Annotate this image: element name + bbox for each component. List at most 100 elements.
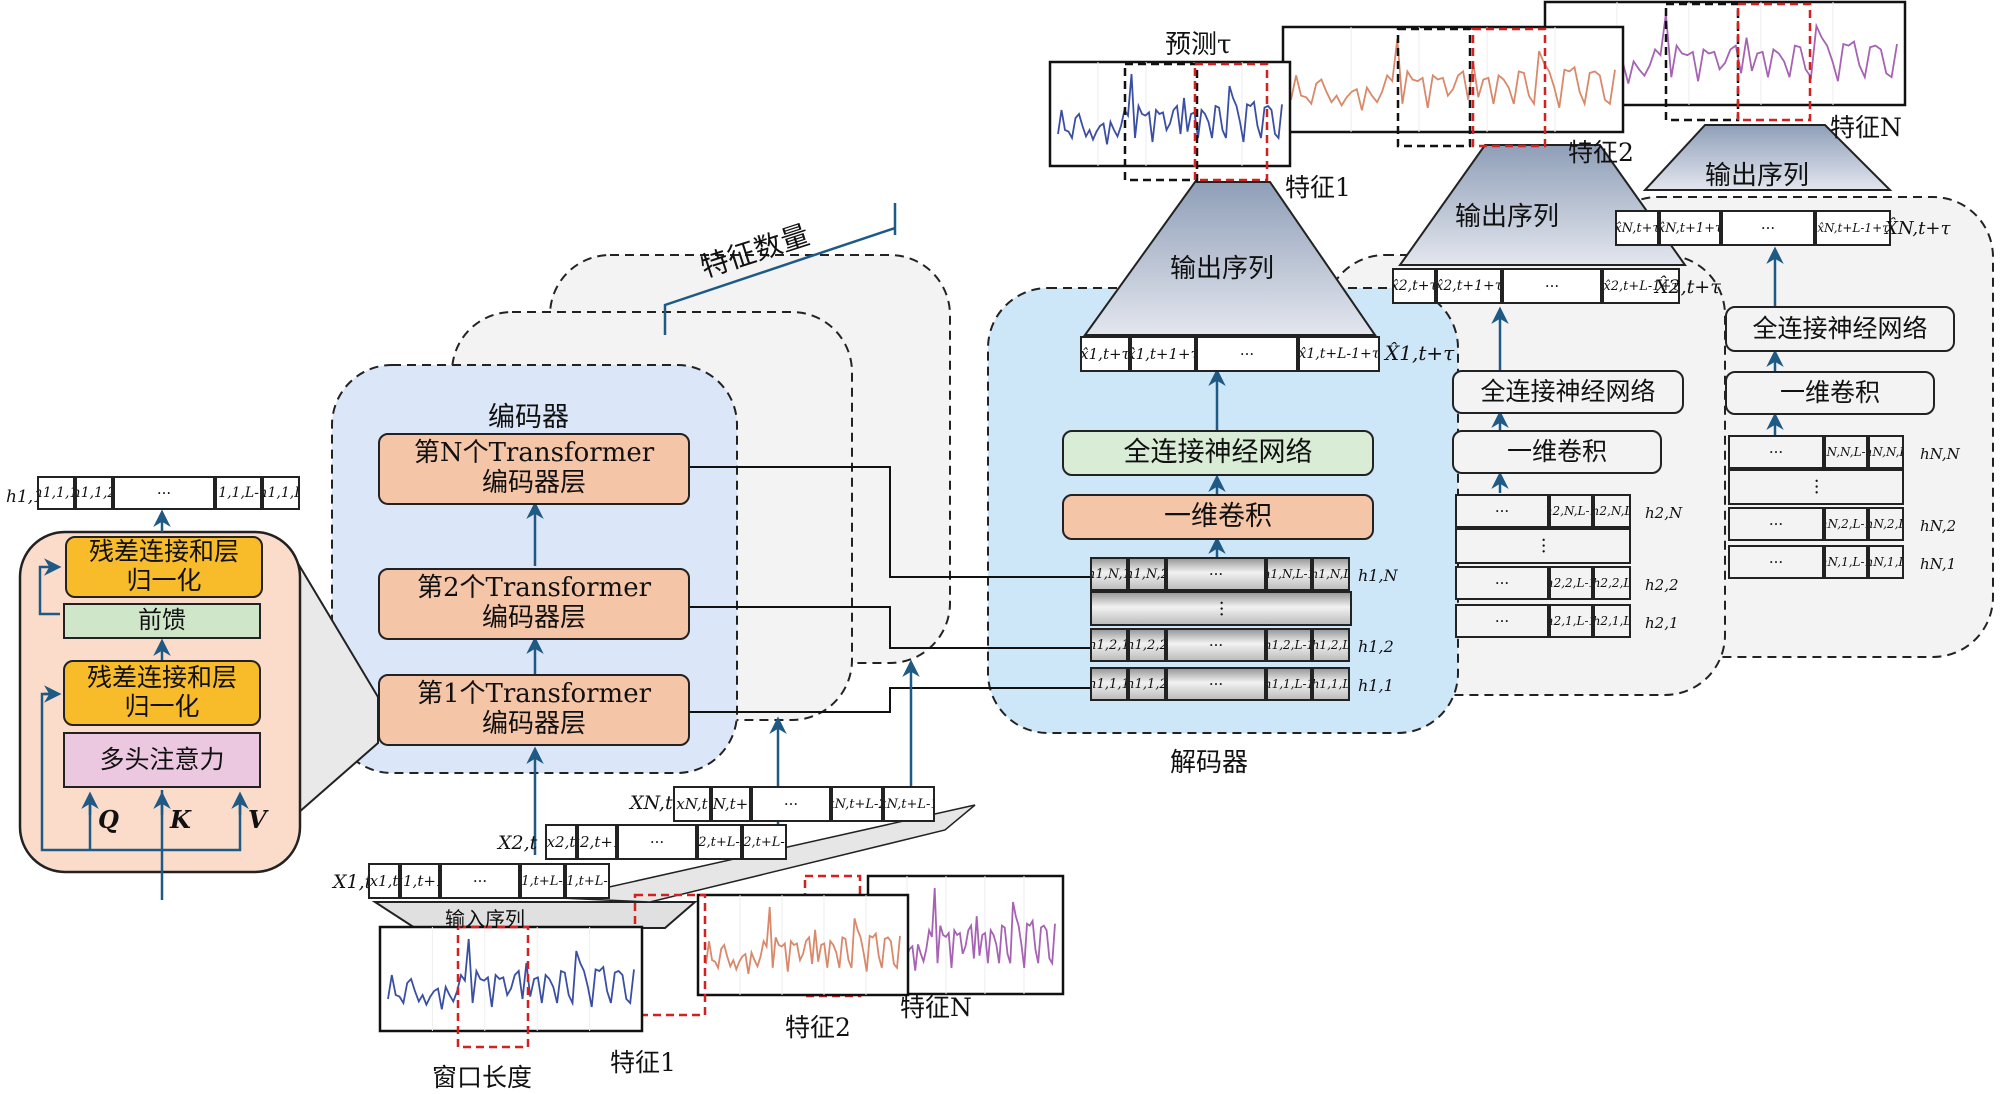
- input-cell: x2,t+L-2: [697, 824, 742, 860]
- hidden-cell: ···: [1166, 667, 1266, 701]
- input-cell: xN,t+L-1: [883, 786, 935, 822]
- output-cell: x̂2,t+L-1+τ: [1602, 268, 1680, 304]
- hidden-cell: h1,N,2: [1128, 557, 1166, 591]
- hidden-cell: ···: [1166, 557, 1266, 591]
- decoder1-conv-block: 一维卷积: [1062, 494, 1374, 540]
- decoderN-output-label: X̂N,t+τ: [1885, 218, 1951, 239]
- window-length-label: 窗口长度: [432, 1063, 533, 1092]
- decoderN-hidden-row-N: ··· hN,N,L-1 hN,N,L: [1728, 435, 1904, 469]
- input-cell: xN,t+1: [711, 786, 751, 822]
- pred-window-2: [1471, 27, 1547, 148]
- decoder1-hidden-row-1: h1,1,1 h1,1,2 ··· h1,1,L-1 h1,1,L: [1090, 667, 1350, 701]
- hidden-cell: hN,N,L-1: [1824, 435, 1868, 469]
- input-cell: x1,t+L-2: [520, 863, 565, 899]
- hidden-cell: h1,1,2: [1128, 667, 1166, 701]
- decoder2-vertical-ellipsis: ···: [1455, 528, 1631, 564]
- hidden-cell: h2,1,L-1: [1549, 604, 1593, 638]
- decoderN-fc-block: 全连接神经网络: [1725, 306, 1955, 352]
- output-cell: x̂2,t+1+τ: [1436, 268, 1502, 304]
- input-funnel: [371, 901, 698, 929]
- hidden-row-label: hN,N: [1920, 445, 1960, 463]
- input-feature-label-2: 特征2: [785, 1013, 851, 1042]
- input-row-1: x1,t x1,t+1 ··· x1,t+L-2 x1,t+L-1: [368, 863, 610, 899]
- input-chart-feature1: [378, 925, 644, 1049]
- hidden-cell: h1,2,1: [1090, 628, 1128, 662]
- output-trapezoid-1: [1083, 181, 1377, 336]
- decoder-title: 解码器: [1170, 748, 1249, 778]
- output-sequence-label-N: 输出序列: [1705, 161, 1810, 191]
- encoder-layer-2-line1: 第2个Transformer: [416, 573, 652, 604]
- hidden-cell: hN,1,L: [1868, 545, 1904, 579]
- hidden-cell: ···: [1728, 507, 1824, 541]
- pred-context-window-1: [1123, 62, 1199, 182]
- hidden-cell: ···: [1166, 628, 1266, 662]
- input-row-label-1: X1,t: [333, 871, 373, 893]
- output-trapezoid-N: [1642, 124, 1893, 191]
- input-cell: x2,t+L-1: [742, 824, 787, 860]
- hidden-row-label: hN,2: [1920, 517, 1957, 535]
- hidden-cell: hN,1,L-1: [1824, 545, 1868, 579]
- detail-output-cell: h1,1,2: [75, 476, 113, 510]
- input-row-label-N: XN,t: [630, 792, 673, 814]
- detail-output-row: h1,1,1 h1,1,2 ··· h1,1,L-1 h1,1,L: [37, 476, 300, 510]
- residual-norm-block-top: 残差连接和层归一化: [65, 536, 263, 598]
- encoder-layer-2-line2: 编码器层: [481, 603, 586, 633]
- output-cell: x̂N,t+1+τ: [1659, 210, 1721, 246]
- arrow-detail-input: [40, 692, 242, 900]
- decoderN-conv-block: 一维卷积: [1725, 371, 1935, 415]
- input-cell: ···: [751, 786, 831, 822]
- pred-window-N: [1736, 2, 1812, 122]
- input-window-1: [456, 925, 530, 1049]
- input-row-label-2: X2,t: [498, 832, 538, 854]
- hidden-cell: ···: [1455, 494, 1549, 528]
- hidden-cell: h1,2,2: [1128, 628, 1166, 662]
- decoder2-hidden-row-2: ··· h2,2,L-1 h2,2,L: [1455, 566, 1631, 600]
- arrow-residual-2: [38, 558, 62, 616]
- output-cell: x̂1,t+τ: [1080, 336, 1130, 372]
- value-label: V: [248, 805, 267, 834]
- detail-output-cell: h1,1,L: [262, 476, 300, 510]
- decoderN-vertical-ellipsis: ···: [1728, 469, 1904, 505]
- input-sequence-label: 输入序列: [445, 907, 525, 931]
- input-cell: xN,t: [673, 786, 711, 822]
- output-cell: x̂N,t+L-1+τ: [1815, 210, 1891, 246]
- prediction-feature-label-1: 特征1: [1285, 173, 1351, 202]
- detail-output-cell: h1,1,1: [37, 476, 75, 510]
- feature-count-axis: [663, 203, 897, 335]
- decoderN-hidden-row-2: ··· hN,2,L-1 hN,2,L: [1728, 507, 1904, 541]
- output-cell: x̂2,t+τ: [1392, 268, 1436, 304]
- input-cell: x2,t+1: [577, 824, 617, 860]
- input-cell: x2,t: [545, 824, 577, 860]
- pred-chart-feature2-series: [1290, 38, 1616, 111]
- output-cell: x̂1,t+1+τ: [1130, 336, 1196, 372]
- decoder1-output-label: X̂1,t+τ: [1385, 341, 1455, 365]
- hidden-cell: h1,N,1: [1090, 557, 1128, 591]
- decoder2-fc-block: 全连接神经网络: [1452, 370, 1684, 414]
- encoder-layer-1-line1: 第1个Transformer: [416, 679, 652, 710]
- decoderN-output-row: x̂N,t+τ x̂N,t+1+τ ··· x̂N,t+L-1+τ: [1615, 210, 1891, 246]
- input-cell: x1,t+1: [400, 863, 440, 899]
- encoder-layer-1-line2: 编码器层: [481, 709, 586, 739]
- feed-forward-block: 前馈: [63, 603, 261, 639]
- hidden-cell: h1,1,1: [1090, 667, 1128, 701]
- hidden-cell: h2,2,L-1: [1549, 566, 1593, 600]
- hidden-cell: h2,N,L: [1593, 494, 1631, 528]
- hidden-cell: ···: [1728, 435, 1824, 469]
- output-sequence-label-1: 输出序列: [1170, 254, 1275, 284]
- input-cell: x1,t: [368, 863, 400, 899]
- input-chart-feature1-frame: [378, 925, 644, 1033]
- decoderN-hidden-row-1: ··· hN,1,L-1 hN,1,L: [1728, 545, 1904, 579]
- hidden-cell: hN,2,L-1: [1824, 507, 1868, 541]
- hidden-cell: h1,2,L: [1312, 628, 1350, 662]
- prediction-tau-label: 预测τ: [1165, 30, 1232, 60]
- hidden-cell: hN,N,L: [1868, 435, 1904, 469]
- hidden-cell: h1,2,L-1: [1266, 628, 1312, 662]
- encoder-layer-N-line2: 编码器层: [481, 468, 586, 498]
- input-cell: ···: [440, 863, 520, 899]
- pred-chart-feature1-series: [1057, 73, 1283, 145]
- input-row-N: xN,t xN,t+1 ··· xN,t+L-2 xN,t+L-1: [673, 786, 935, 822]
- prediction-feature-label-2: 特征2: [1568, 138, 1634, 167]
- input-row-2: x2,t x2,t+1 ··· x2,t+L-2 x2,t+L-1: [545, 824, 787, 860]
- hidden-cell: h1,N,L: [1312, 557, 1350, 591]
